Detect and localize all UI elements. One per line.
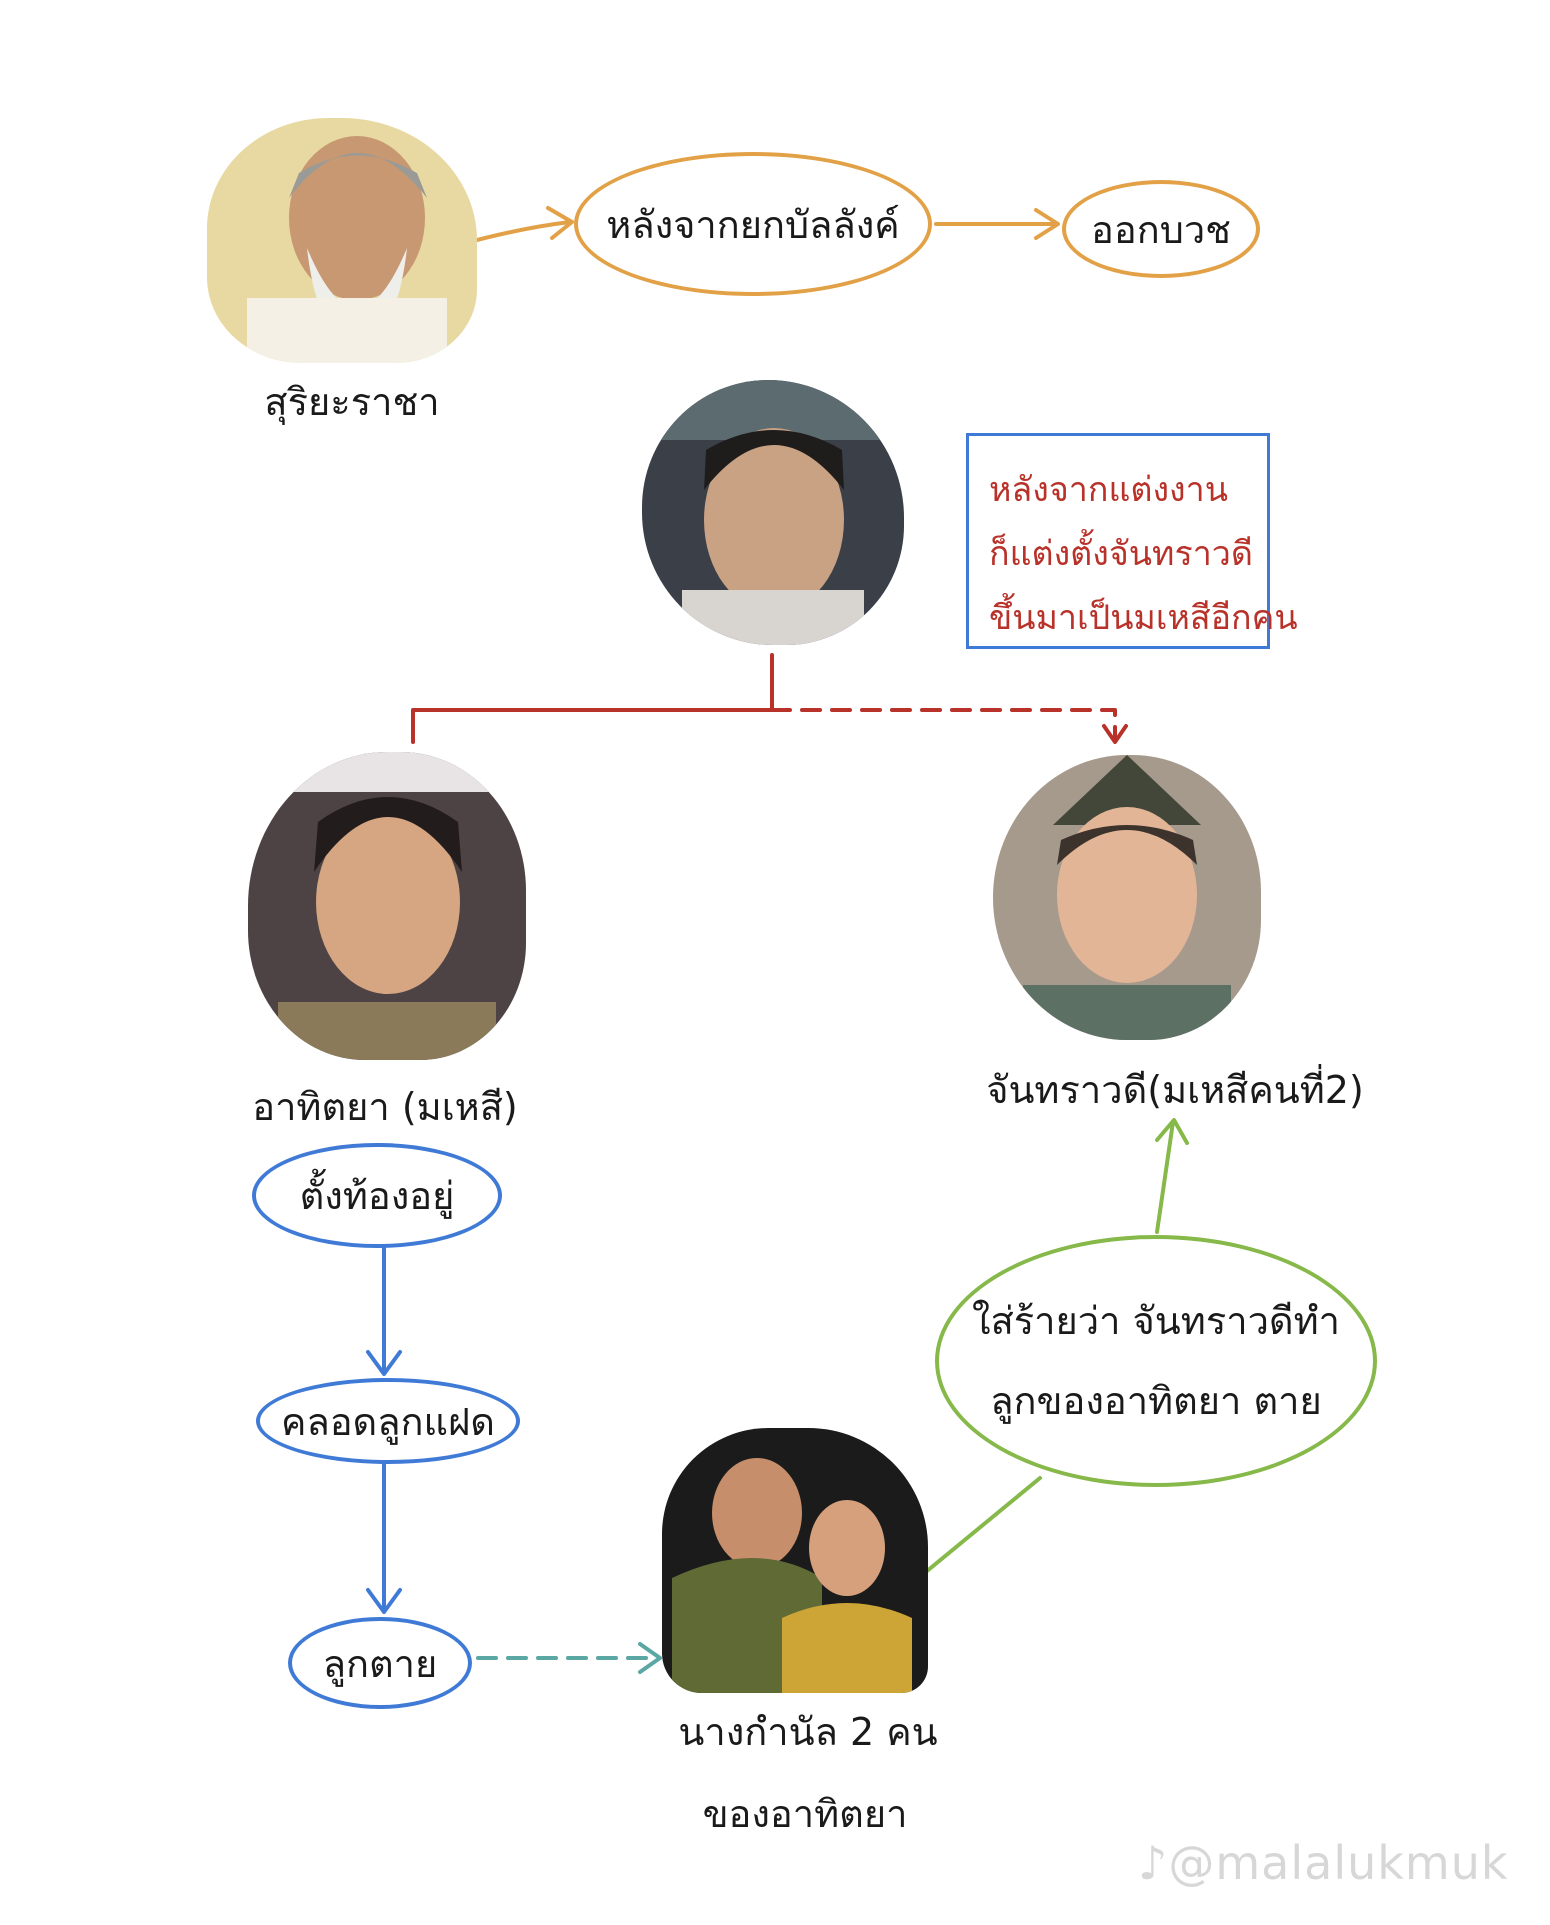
queen-portrait-art (248, 752, 526, 1060)
old-king-portrait (207, 118, 477, 363)
suriya-name: สุริยะราชา (264, 380, 440, 424)
node-after-abdication: หลังจากยกบัลลังค์ (574, 152, 932, 296)
watermark: ♪@malalukmuk (1138, 1836, 1509, 1890)
arrowhead-ordained (1034, 208, 1060, 240)
second-queen-portrait-art (993, 755, 1261, 1040)
dashed-king-to-chanthrawadi (770, 708, 1117, 742)
arrowhead-abdication (546, 206, 574, 240)
midwives-name-line2: ของอาทิตยา (702, 1792, 908, 1836)
second-queen-portrait (993, 755, 1261, 1040)
node-twins-label: คลอดลูกแฝด (281, 1399, 495, 1444)
arrowhead-chanthrawadi (1102, 724, 1128, 744)
node-child-died: ลูกตาย (288, 1617, 472, 1709)
marriage-note: หลังจากแต่งงาน ก็แต่งตั้งจันทราวดี ขึ้นม… (966, 433, 1298, 649)
marriage-note-line2: ก็แต่งตั้งจันทราวดี (989, 534, 1253, 574)
arrowhead-twins (366, 1350, 402, 1376)
node-twins: คลอดลูกแฝด (256, 1378, 520, 1464)
chanthrawadi-name: จันทราวดี(มเหสีคนที่2) (986, 1068, 1364, 1112)
marriage-note-line1: หลังจากแต่งงาน (989, 470, 1228, 510)
old-king-portrait-art (207, 118, 477, 363)
node-slander-line2: ลูกของอาทิตยา ตาย (990, 1379, 1322, 1423)
arrowhead-chanthrawadi-name (1155, 1118, 1189, 1145)
arrow-slander-to-chanthrawadi (1155, 1120, 1175, 1234)
line-midwives-to-slander (908, 1476, 1042, 1587)
node-after-abdication-label: หลังจากยกบัลลังค์ (606, 202, 900, 247)
two-women-portrait-art (662, 1428, 928, 1693)
arrowhead-died (366, 1588, 402, 1614)
line-king-to-athitaya (411, 653, 774, 744)
node-slander: ใส่ร้ายว่า จันทราวดีทำ ลูกของอาทิตยา ตาย (935, 1235, 1377, 1487)
two-women-portrait (662, 1428, 928, 1693)
node-ordained: ออกบวช (1062, 180, 1260, 278)
node-ordained-label: ออกบวช (1091, 207, 1231, 252)
marriage-note-line3: ขึ้นมาเป็นมเหสีอีกคน (989, 598, 1298, 638)
queen-portrait (248, 752, 526, 1060)
midwives-name-line1: นางกำนัล 2 คน (678, 1710, 938, 1754)
node-pregnant-label: ตั้งท้องอยู่ (299, 1174, 455, 1218)
node-slander-line1: ใส่ร้ายว่า จันทราวดีทำ (972, 1299, 1340, 1343)
node-pregnant: ตั้งท้องอยู่ (252, 1143, 502, 1248)
athitaya-name: อาทิตยา (มเหสี) (252, 1085, 518, 1129)
node-child-died-label: ลูกตาย (322, 1641, 438, 1686)
arrowhead-midwives (638, 1642, 662, 1674)
